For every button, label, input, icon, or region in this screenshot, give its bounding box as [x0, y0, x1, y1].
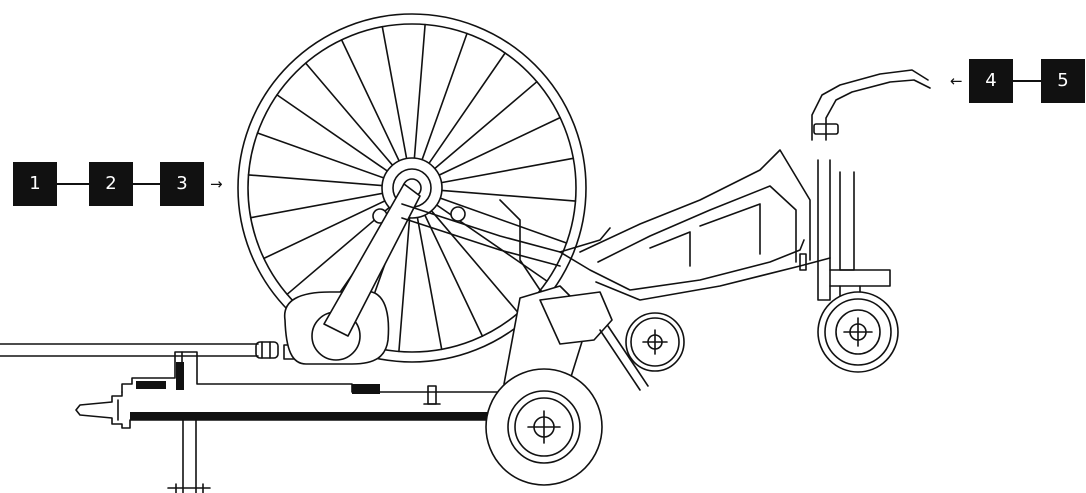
callout-3: 3 — [160, 162, 204, 206]
reel-spoke — [433, 80, 538, 170]
main-wheel — [485, 368, 603, 486]
callout-connector — [57, 183, 89, 185]
callout-2: 2 — [89, 162, 133, 206]
reel-spoke — [413, 23, 426, 159]
reel-spoke — [416, 216, 443, 351]
reel-spoke — [381, 25, 408, 160]
reel-spoke — [286, 206, 391, 296]
reel-spoke — [430, 210, 520, 314]
chassis — [75, 351, 501, 493]
turbine-tower — [811, 69, 931, 301]
callout-5: 5 — [1041, 59, 1085, 103]
reel-spoke — [249, 192, 384, 219]
reel-spoke — [247, 174, 383, 187]
reel-spoke — [440, 157, 575, 184]
reel-spoke — [438, 116, 561, 176]
drive-gearbox — [283, 183, 421, 365]
reel-spoke — [428, 52, 506, 165]
arrow-right-icon: → — [210, 175, 223, 193]
reel-spoke — [439, 197, 568, 244]
callout-4: 4 — [969, 59, 1013, 103]
callout-connector — [133, 183, 160, 185]
reel-spoke — [256, 132, 385, 179]
callout-1: 1 — [13, 162, 57, 206]
reel-spoke — [276, 94, 389, 172]
reel-spoke — [424, 214, 484, 337]
reel-spoke — [304, 62, 394, 166]
reel-spoke — [421, 32, 468, 161]
front-wheel — [625, 312, 685, 372]
callout-connector — [1013, 80, 1041, 82]
rear-wheel — [817, 291, 899, 373]
frame — [401, 149, 831, 391]
supply-hose — [0, 341, 315, 360]
reel-spoke — [263, 200, 386, 260]
reel-spoke — [398, 217, 411, 353]
reel-spoke — [340, 39, 400, 162]
arrow-left-icon: ← — [950, 72, 963, 90]
reel-spoke — [441, 189, 577, 202]
